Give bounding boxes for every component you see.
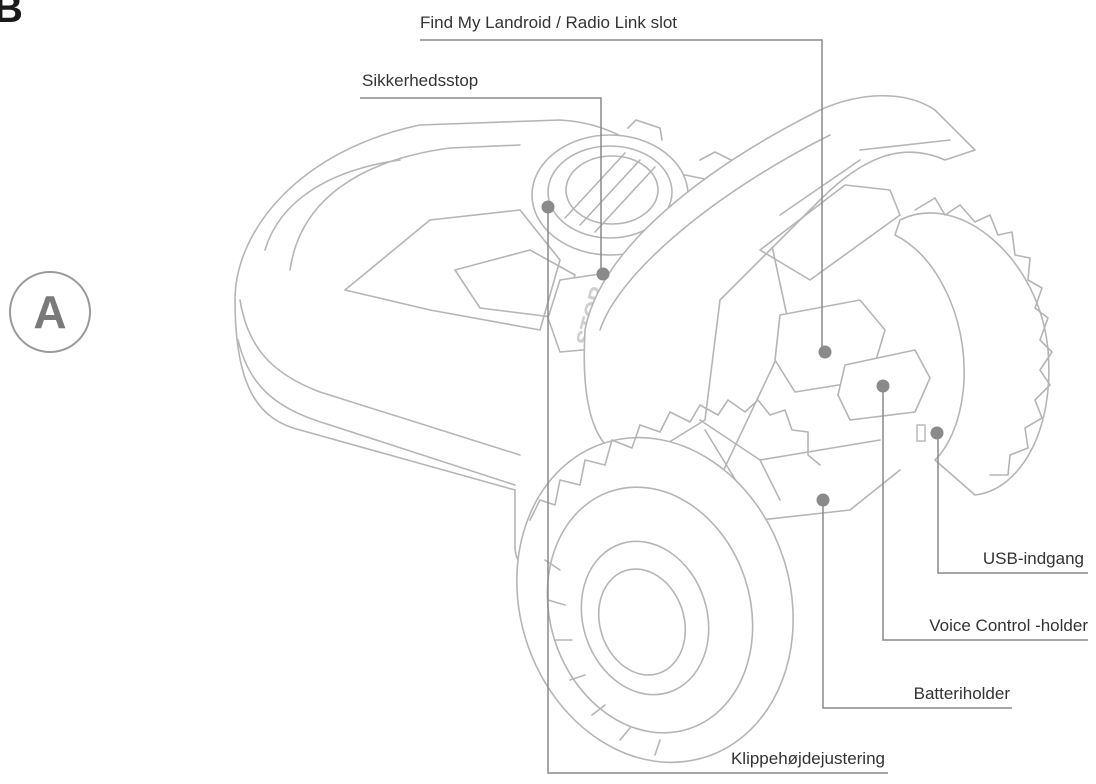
label-voice-control-holder: Voice Control -holder xyxy=(929,616,1088,635)
height-adjust-point xyxy=(541,200,555,214)
find-my-point xyxy=(818,345,832,359)
safety-stop-point xyxy=(596,267,610,281)
right-wheel xyxy=(894,197,1053,496)
label-battery-holder: Batteriholder xyxy=(914,684,1011,703)
left-wheel xyxy=(516,399,821,764)
section-letter: B xyxy=(0,0,23,31)
label-cutting-height-adjust: Klippehøjdejustering xyxy=(731,749,885,768)
label-safety-stop: Sikkerhedsstop xyxy=(362,71,478,90)
badge-a: A xyxy=(9,271,91,353)
label-usb-port: USB-indgang xyxy=(983,549,1084,568)
voice-point xyxy=(876,379,890,393)
rear-panels xyxy=(699,299,931,521)
label-find-my-landroid: Find My Landroid / Radio Link slot xyxy=(420,13,677,32)
battery-point xyxy=(816,493,830,507)
usb-point xyxy=(930,426,944,440)
leader-lines xyxy=(360,39,1088,774)
badge-letter: A xyxy=(33,286,66,338)
